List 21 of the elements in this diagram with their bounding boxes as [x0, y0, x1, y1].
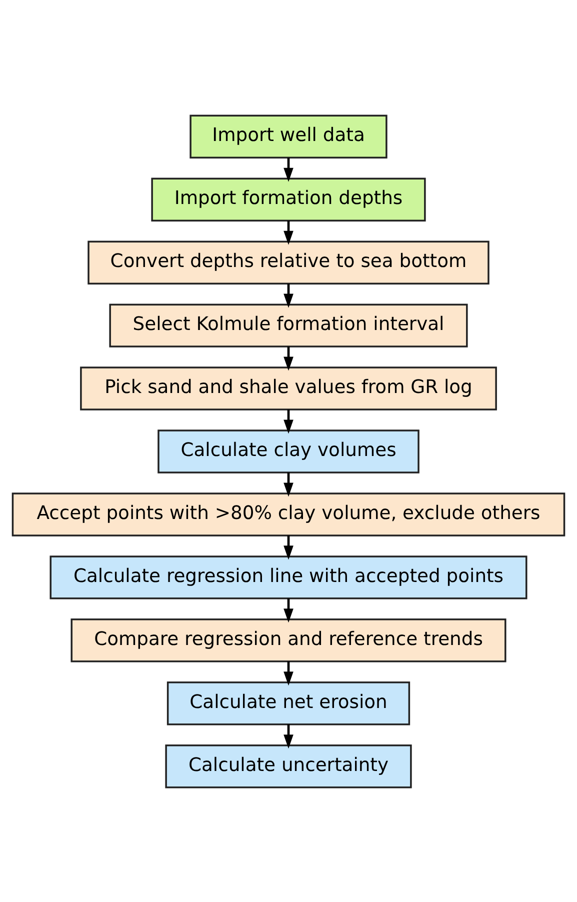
arrow: [284, 409, 294, 434]
node-box: Calculate net erosion: [166, 681, 410, 725]
arrow: [284, 346, 294, 370]
node-box: Pick sand and shale values from GR log: [80, 366, 497, 410]
arrow: [284, 220, 294, 244]
node-box: Accept points with >80% clay volume, exclude others: [12, 492, 566, 536]
arrow: [284, 660, 294, 686]
node-box: Calculate regression line with accepted points: [50, 555, 528, 599]
arrow: [284, 472, 294, 496]
arrow: [284, 535, 294, 560]
arrow: [284, 283, 294, 308]
arrow: [284, 724, 294, 748]
node-box: Calculate uncertainty: [165, 744, 412, 788]
arrow: [284, 157, 294, 182]
node-box: Import formation depths: [151, 177, 426, 221]
node-box: Compare regression and reference trends: [70, 618, 506, 662]
node-box: Select Kolmule formation interval: [109, 303, 468, 347]
node-box: Convert depths relative to sea bottom: [88, 240, 490, 284]
node-box: Calculate clay volumes: [158, 429, 420, 473]
node-box: Import well data: [190, 114, 388, 158]
arrow: [284, 598, 294, 622]
